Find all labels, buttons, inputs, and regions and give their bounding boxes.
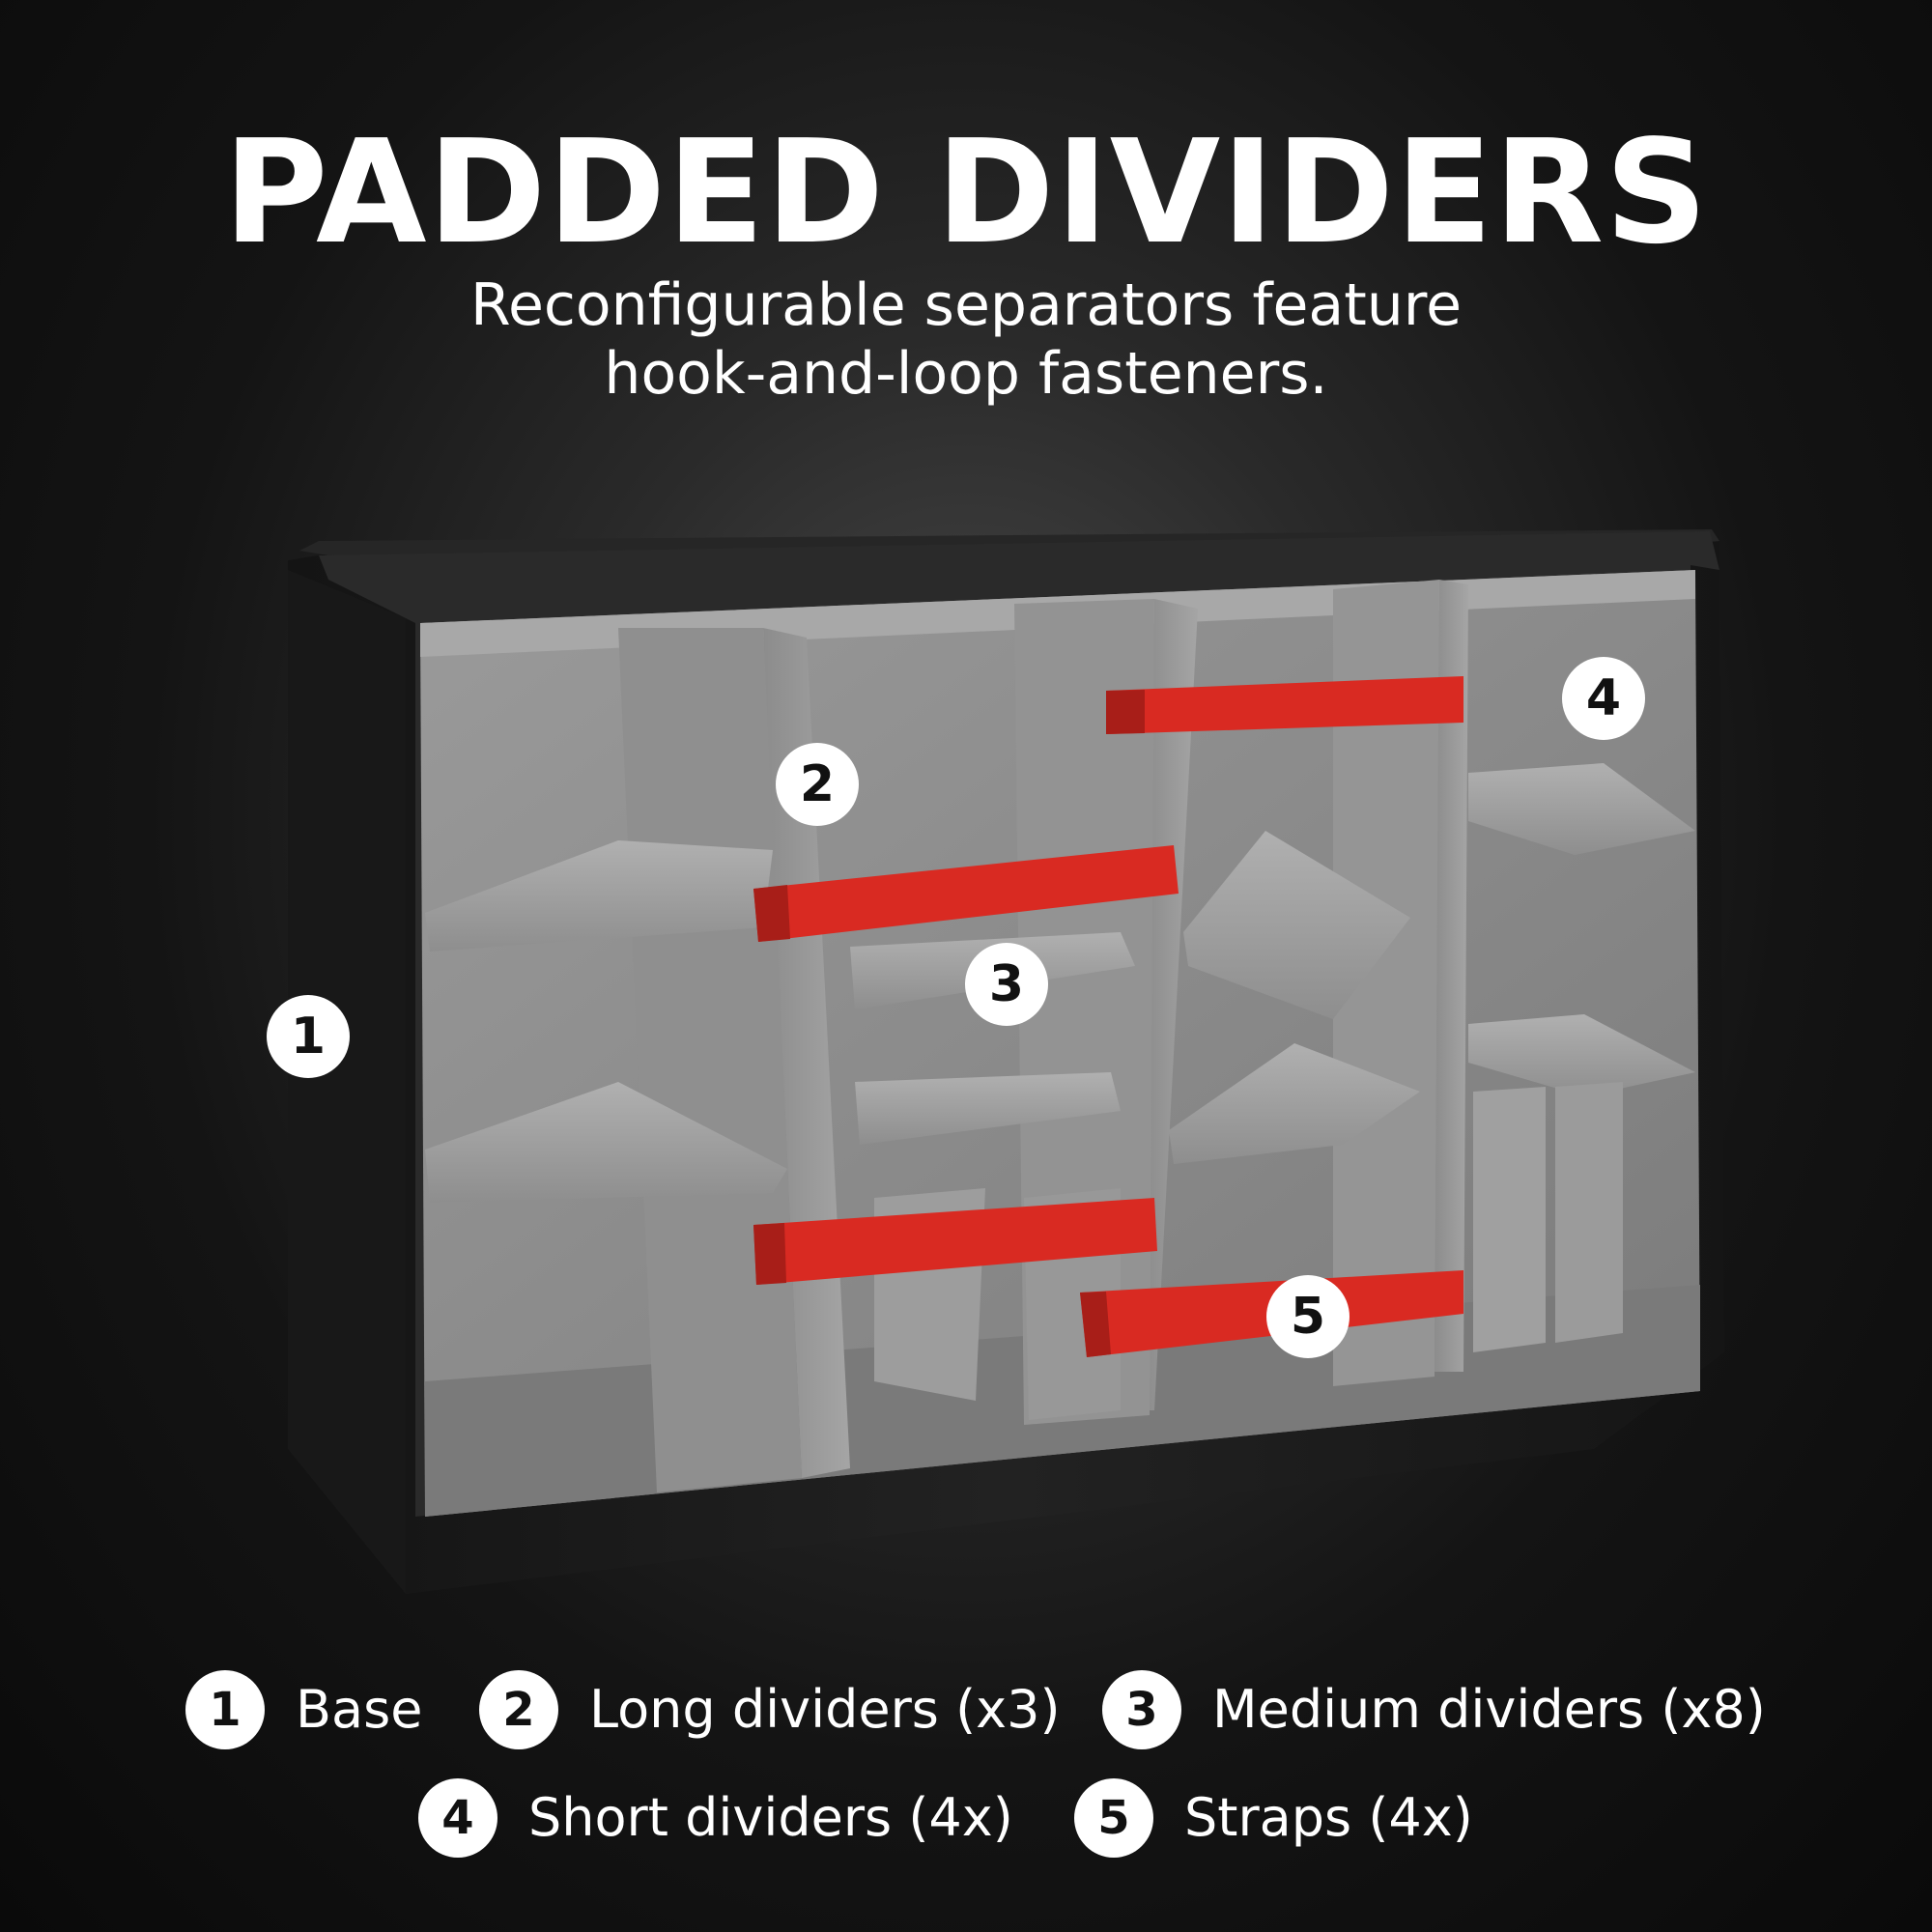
legend-item-medium-dividers: 3 Medium dividers (x8) bbox=[1102, 1666, 1798, 1753]
page-subtitle-line-1: Reconfigurable separators feature bbox=[469, 271, 1463, 339]
callout-badge-3: 3 bbox=[965, 943, 1048, 1026]
legend-label: Straps (4x) bbox=[1184, 1787, 1473, 1848]
legend-number-badge: 2 bbox=[479, 1670, 558, 1749]
long-divider-3 bbox=[1333, 580, 1468, 1386]
short-divider-shelves bbox=[1468, 763, 1695, 1352]
callout-badge-4: 4 bbox=[1562, 657, 1645, 740]
legend-number-badge: 5 bbox=[1074, 1778, 1153, 1858]
legend-number-badge: 4 bbox=[418, 1778, 497, 1858]
legend-label: Base bbox=[296, 1679, 423, 1740]
legend-item-long-dividers: 2 Long dividers (x3) bbox=[479, 1666, 1061, 1753]
legend-label: Short dividers (4x) bbox=[528, 1787, 1013, 1848]
legend-row-2: 4 Short dividers (4x) 5 Straps (4x) bbox=[0, 1775, 1932, 1861]
legend-number-badge: 1 bbox=[185, 1670, 265, 1749]
legend-label: Medium dividers (x8) bbox=[1212, 1679, 1766, 1740]
legend-number-badge: 3 bbox=[1102, 1670, 1181, 1749]
page-subtitle-line-2: hook-and-loop fasteners. bbox=[604, 340, 1328, 408]
legend-item-base: 1 Base bbox=[185, 1666, 495, 1753]
callout-badge-2: 2 bbox=[776, 743, 859, 826]
page-title: PADDED DIVIDERS bbox=[223, 109, 1709, 275]
legend-label: Long dividers (x3) bbox=[589, 1679, 1061, 1740]
legend-item-straps: 5 Straps (4x) bbox=[1074, 1775, 1577, 1861]
legend-row-1: 1 Base 2 Long dividers (x3) 3 Medium div… bbox=[0, 1666, 1932, 1753]
callout-badge-5: 5 bbox=[1266, 1275, 1350, 1358]
callout-badge-1: 1 bbox=[267, 995, 350, 1078]
legend-item-short-dividers: 4 Short dividers (4x) bbox=[418, 1775, 1017, 1861]
